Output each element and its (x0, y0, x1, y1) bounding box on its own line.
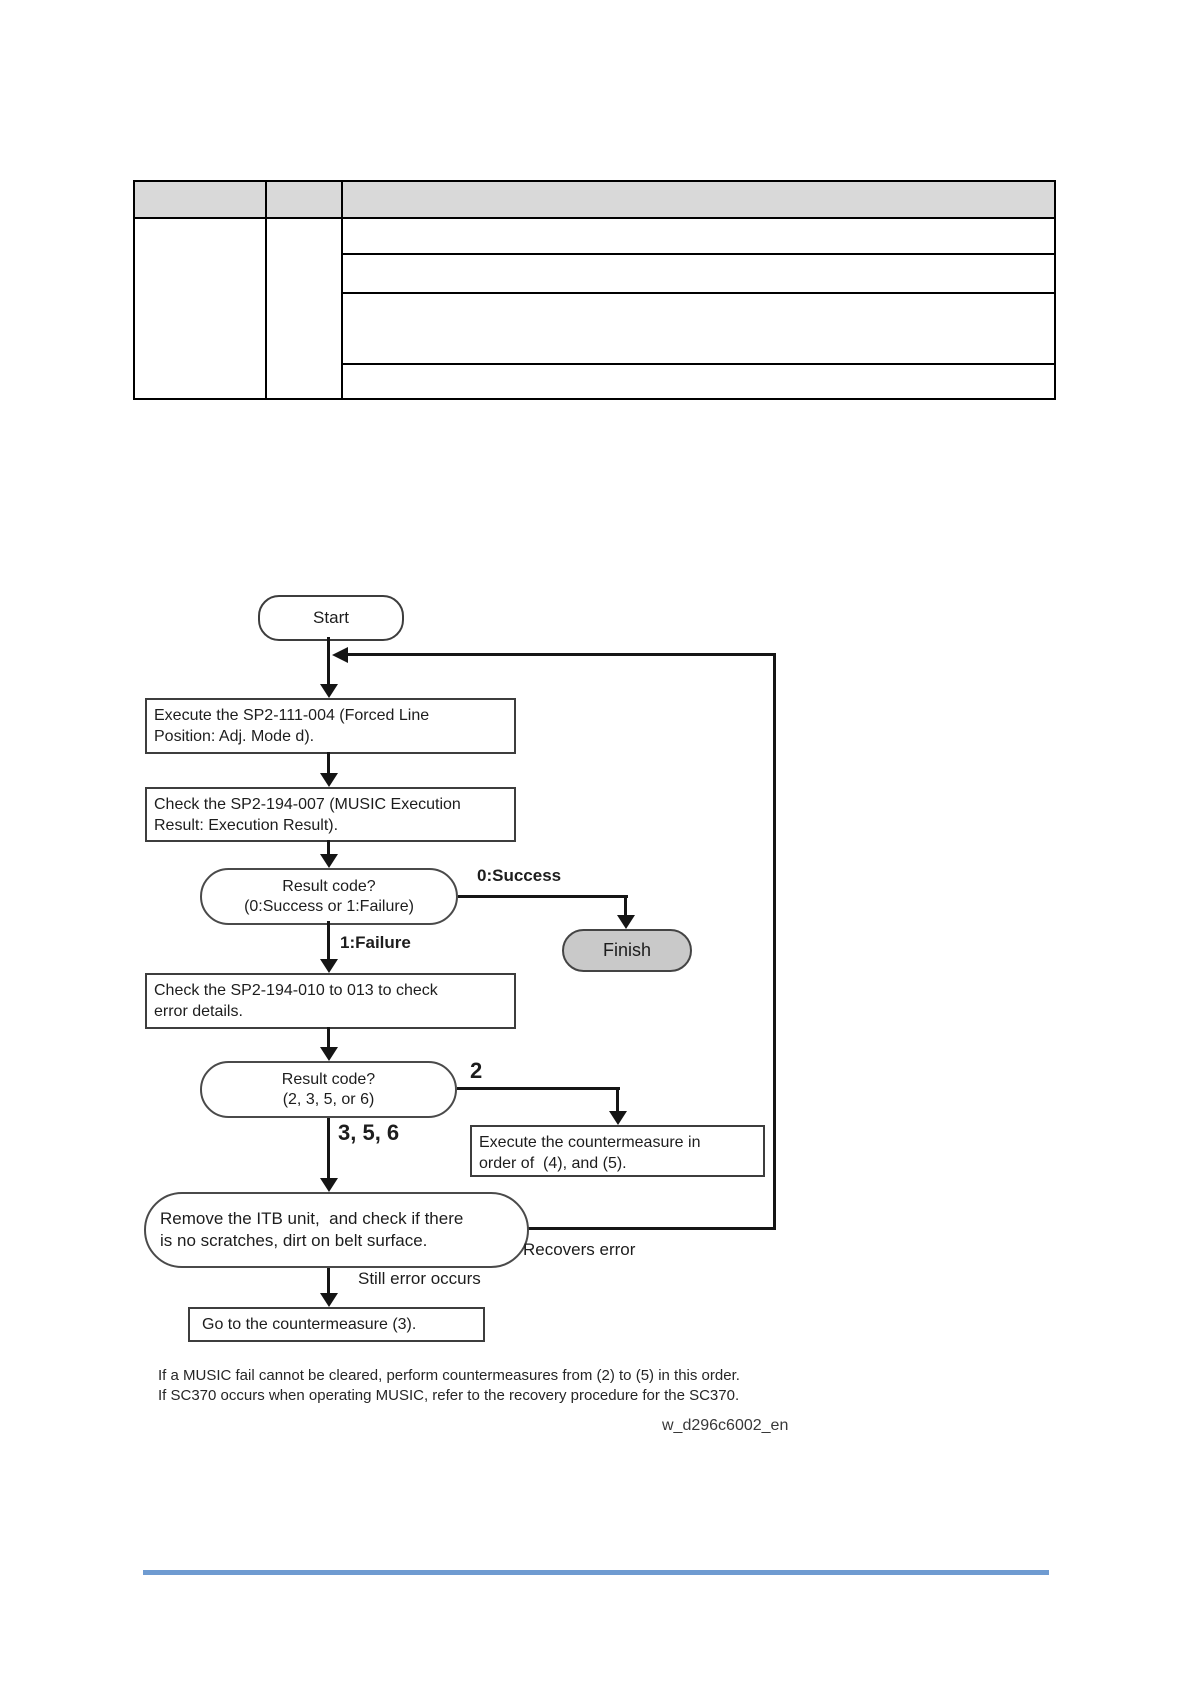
arrowhead-down (320, 1047, 338, 1061)
empty-table (133, 180, 1056, 400)
finish-label: Finish (602, 940, 651, 960)
check-sp2-194-007-box: Check the SP2-194-007 (MUSIC Execution R… (145, 787, 516, 842)
finish-terminator: Finish (562, 929, 692, 972)
flow-line (327, 921, 330, 959)
flow-line (327, 1118, 330, 1178)
feedback-line-bottom (513, 1227, 776, 1230)
footer-note-line: If a MUSIC fail cannot be cleared, perfo… (158, 1367, 740, 1384)
box-text: Execute the SP2-111-004 (Forced Line (154, 707, 430, 724)
decision-text: is no scratches, dirt on belt surface. (160, 1231, 428, 1250)
countermeasure-4-5-box: Execute the countermeasure in order of (… (470, 1125, 765, 1177)
code-2-branch-label: 2 (470, 1058, 483, 1083)
arrowhead-down (617, 915, 635, 929)
failure-branch-label: 1:Failure (340, 933, 411, 952)
decision-text: (0:Success or 1:Failure) (244, 897, 414, 915)
figure-id-label: w_d296c6002_en (662, 1417, 789, 1434)
footer-note-line: If SC370 occurs when operating MUSIC, re… (158, 1387, 740, 1404)
page-bottom-rule (143, 1570, 1049, 1575)
flow-line (327, 637, 330, 685)
table-row-divider (343, 253, 1054, 255)
decision-text: Result code? (281, 1070, 376, 1088)
remove-itb-decision: Remove the ITB unit, and check if there … (144, 1192, 529, 1268)
table-row-divider (343, 363, 1054, 365)
table-row-divider (343, 292, 1054, 294)
recovers-error-label: Recovers error (523, 1240, 636, 1259)
execute-sp2-111-box: Execute the SP2-111-004 (Forced Line Pos… (145, 698, 516, 754)
flow-line (327, 1027, 330, 1047)
decision-text: Remove the ITB unit, and check if there (160, 1209, 464, 1228)
feedback-line-right (773, 653, 776, 1230)
box-text: Execute the countermeasure in (479, 1134, 701, 1151)
start-label: Start (313, 608, 349, 627)
arrowhead-down (609, 1111, 627, 1125)
arrowhead-down (320, 773, 338, 787)
flow-line (457, 1087, 620, 1090)
check-sp2-194-010-box: Check the SP2-194-010 to 013 to check er… (145, 973, 516, 1029)
flow-line (327, 752, 330, 773)
table-column-divider (341, 182, 343, 398)
start-terminator: Start (258, 595, 404, 641)
flow-line (458, 895, 628, 898)
goto-countermeasure-box: Go to the countermeasure (3). (188, 1307, 485, 1342)
success-branch-label: 0:Success (477, 866, 562, 885)
box-text: Go to the countermeasure (3). (202, 1316, 417, 1333)
box-text: Position: Adj. Mode d). (154, 728, 315, 745)
box-text: Result: Execution Result). (154, 817, 339, 834)
arrowhead-down (320, 1293, 338, 1307)
table-column-divider (265, 182, 267, 398)
box-text: order of (4), and (5). (479, 1155, 627, 1172)
arrowhead-down (320, 854, 338, 868)
arrowhead-down (320, 1178, 338, 1192)
table-header-row (135, 182, 1054, 219)
result-code-decision-1: Result code? (0:Success or 1:Failure) (200, 868, 458, 925)
still-error-label: Still error occurs (358, 1269, 481, 1288)
feedback-line-top (348, 653, 776, 656)
box-text: error details. (154, 1003, 243, 1020)
result-code-decision-2: Result code? (2, 3, 5, or 6) (200, 1061, 457, 1118)
flow-line (327, 1268, 330, 1293)
footer-note: If a MUSIC fail cannot be cleared, perfo… (158, 1366, 740, 1406)
flow-line (327, 840, 330, 854)
arrowhead-left (332, 647, 348, 663)
flow-line (616, 1087, 619, 1111)
decision-text: Result code? (282, 877, 376, 895)
codes-3-5-6-branch-label: 3, 5, 6 (338, 1120, 400, 1145)
arrowhead-down (320, 959, 338, 973)
box-text: Check the SP2-194-010 to 013 to check (154, 982, 438, 999)
flow-line (624, 895, 627, 915)
box-text: Check the SP2-194-007 (MUSIC Execution (154, 796, 461, 813)
arrowhead-down (320, 684, 338, 698)
decision-text: (2, 3, 5, or 6) (282, 1090, 375, 1108)
